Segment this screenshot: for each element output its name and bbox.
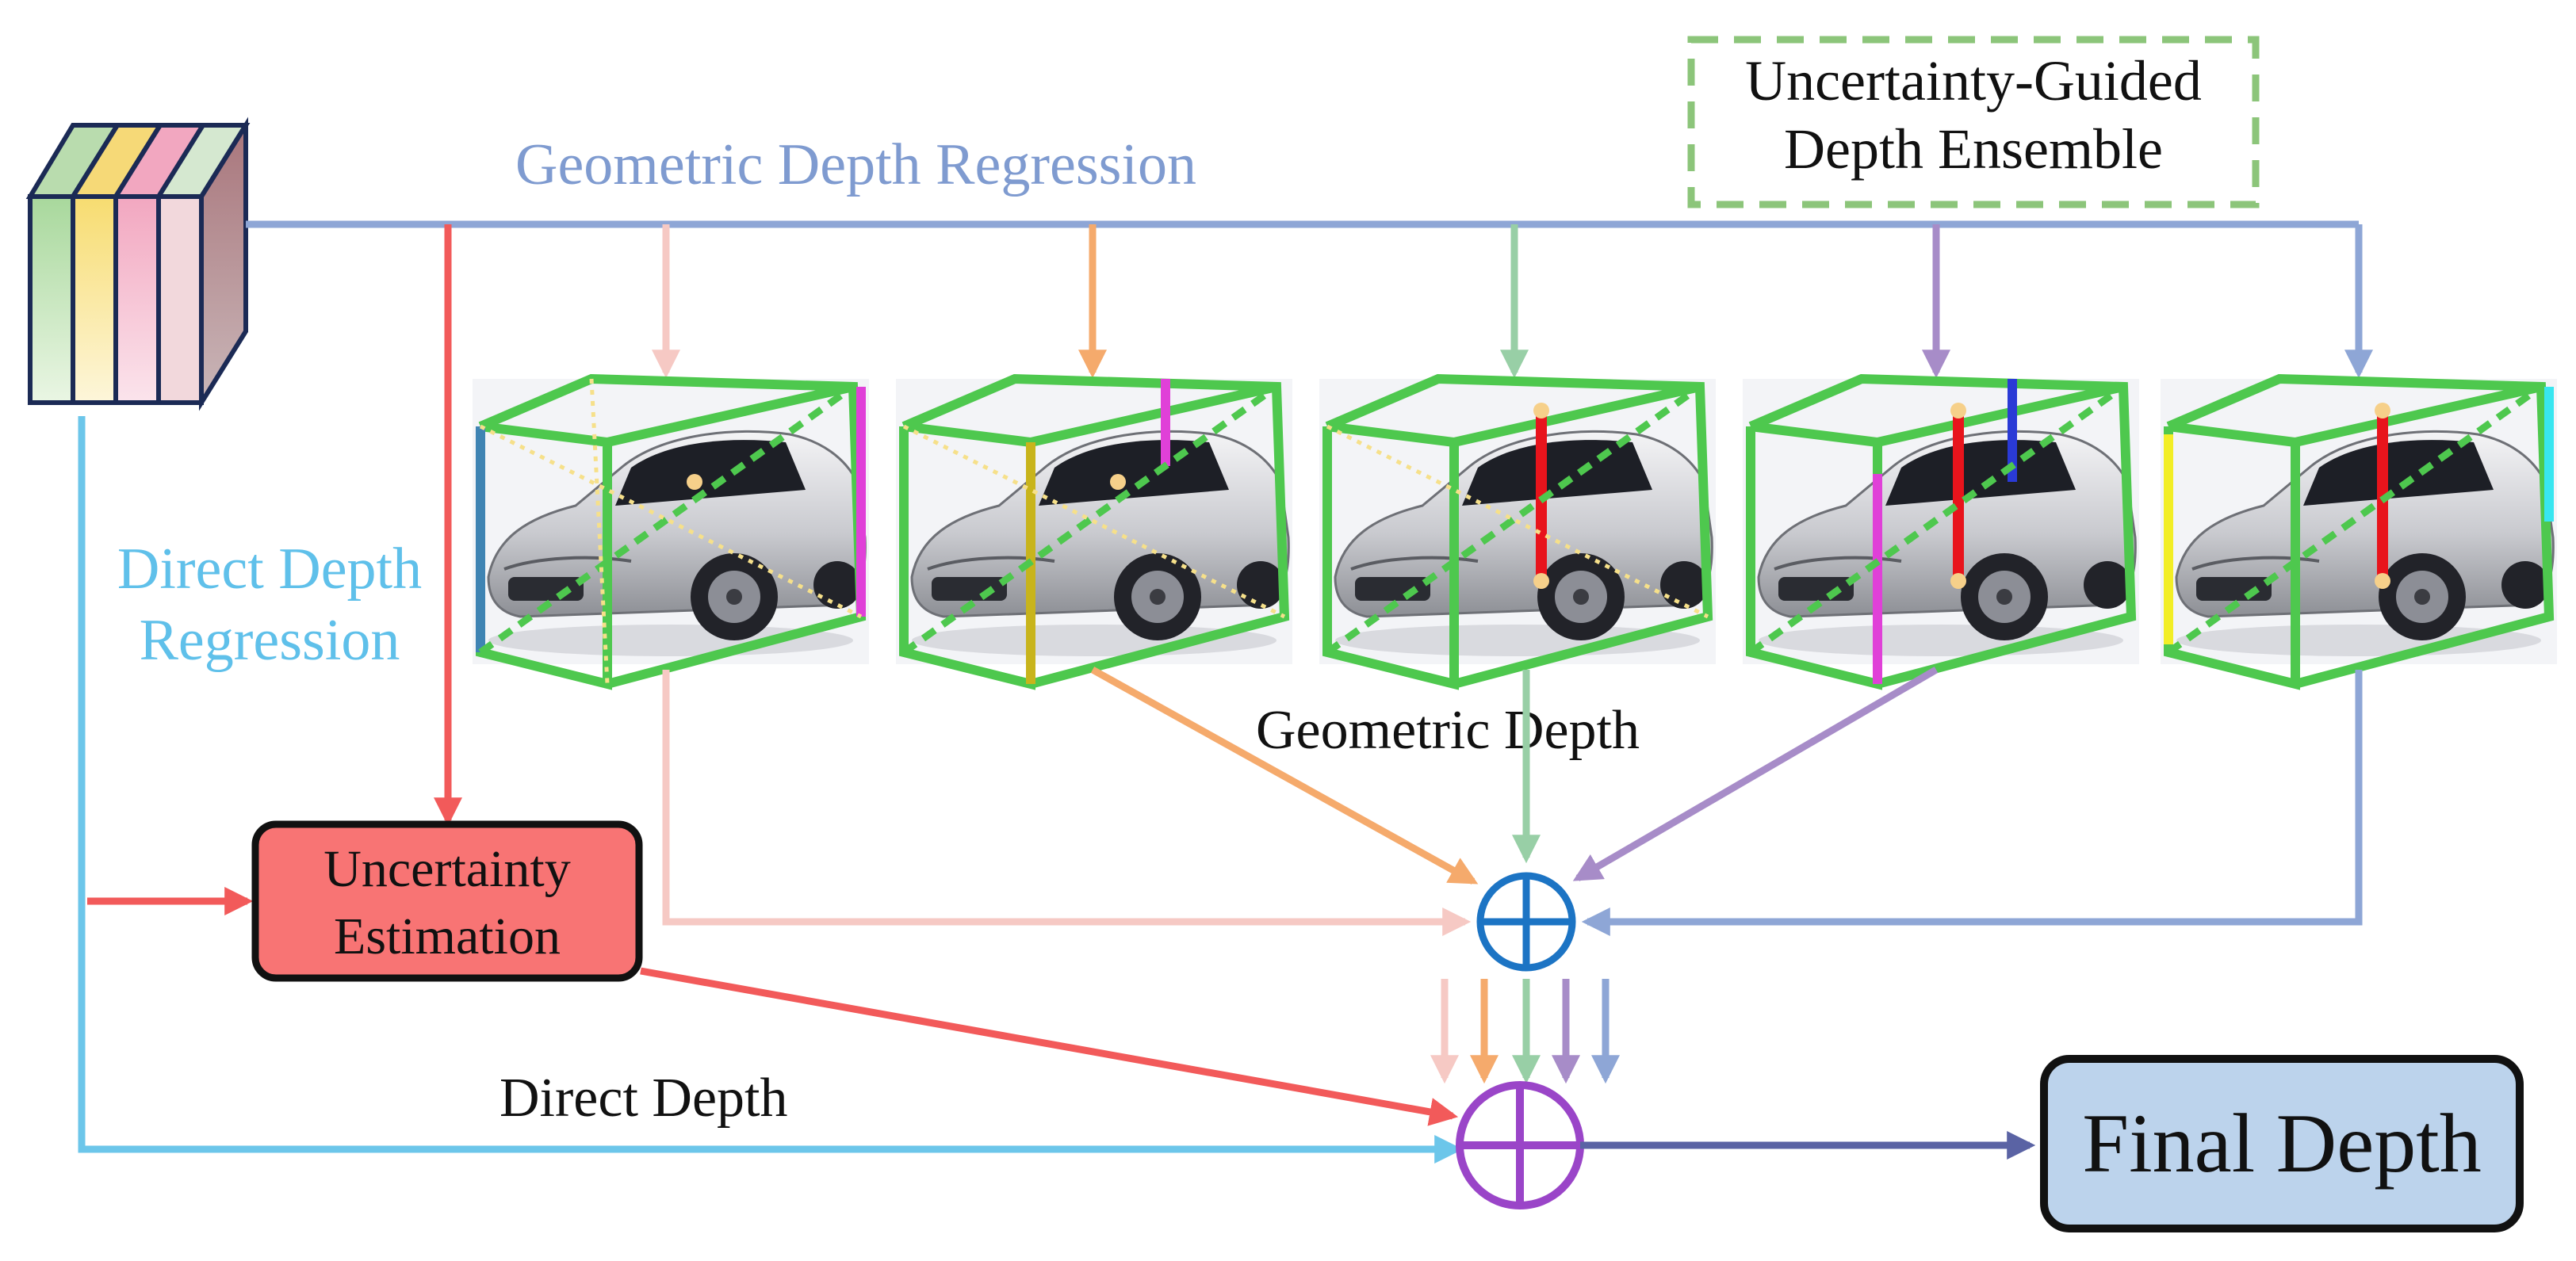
geo-flow-4 <box>1572 667 1939 881</box>
direct-depth-regression-label-line2: Regression <box>140 608 400 673</box>
ensemble-label-line2: Depth Ensemble <box>1784 117 2163 181</box>
final-depth-label: Final Depth <box>2082 1097 2481 1190</box>
ensemble-label-line1: Uncertainty-Guided <box>1745 49 2202 113</box>
plus-circle-icon <box>1456 1081 1584 1209</box>
uncertainty-label-line1: Uncertainty <box>323 840 571 898</box>
geo-flow-1 <box>662 670 1472 936</box>
car-image-icon <box>894 373 1294 690</box>
feature-map-icon <box>25 117 251 411</box>
direct-depth-regression-label-line1: Direct Depth <box>117 537 422 602</box>
car-image-icon <box>1318 373 1717 690</box>
plus-circle-icon <box>1476 872 1576 972</box>
geometric-depth-regression-label: Geometric Depth Regression <box>515 132 1196 197</box>
car-image-icon <box>2159 373 2559 690</box>
uncertainty-label-line2: Estimation <box>334 908 561 965</box>
direct-depth-flow <box>78 416 1464 1164</box>
final-depth-box: Final Depth <box>2040 1055 2524 1232</box>
geo-flow-2 <box>1090 667 1479 885</box>
uncertainty-estimation-box: Uncertainty Estimation <box>251 820 643 982</box>
car-image-icon <box>1741 373 2141 690</box>
direct-depth-label: Direct Depth <box>500 1068 787 1129</box>
uncertainty-guided-ensemble-box: Uncertainty-Guided Depth Ensemble <box>1687 36 2260 208</box>
uncertainty-output-arrow <box>640 967 1459 1126</box>
car-image-icon <box>471 373 871 690</box>
geo-flow-5 <box>1581 670 2363 936</box>
geometric-depth-label: Geometric Depth <box>1256 700 1640 761</box>
